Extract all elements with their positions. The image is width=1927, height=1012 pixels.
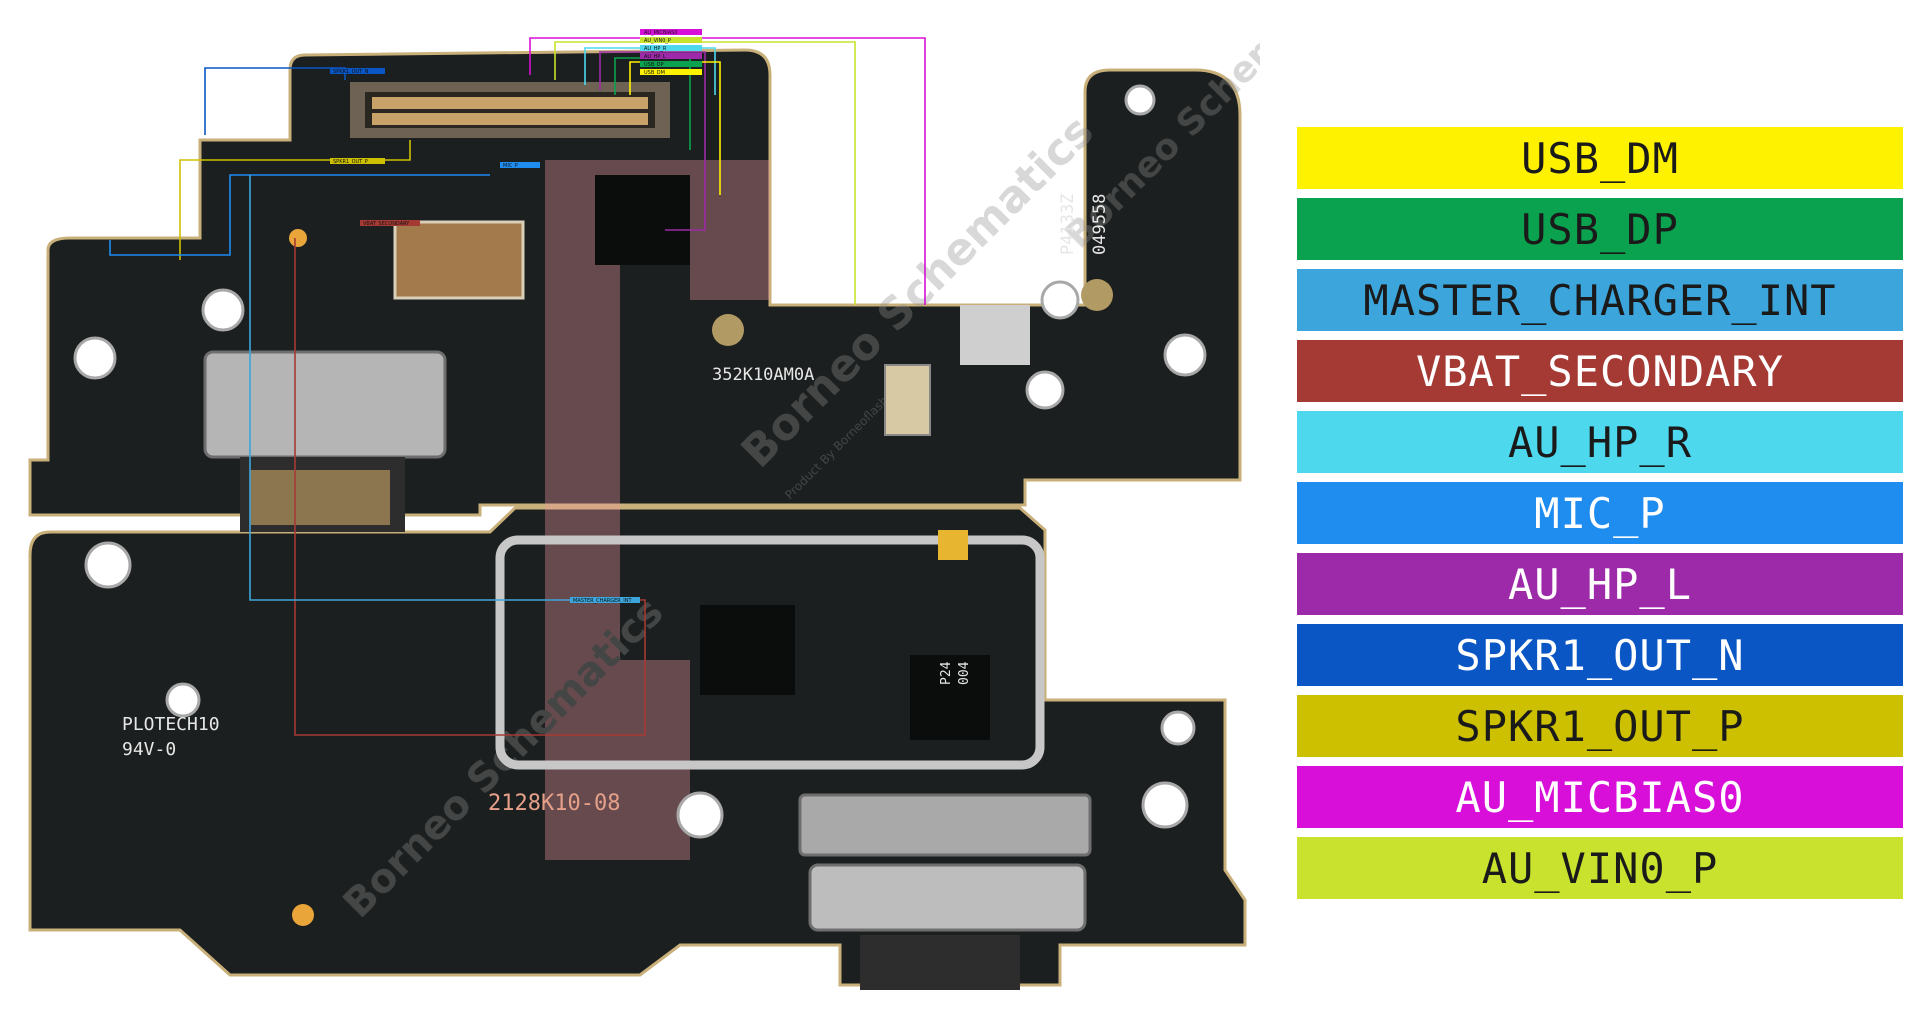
mark-plotech: PLOTECH10 (122, 714, 220, 735)
board-marks: 352K10AM0A P4133Z 049558 2128K10-08 PLOT… (122, 194, 1110, 816)
tag-au-micbias0: AU_MICBIAS0 (644, 30, 678, 36)
tag-au-vin0-p: AU_VIN0_P (644, 38, 671, 44)
qr-code (960, 305, 1030, 365)
legend-item-mic-p: MIC_P (1297, 482, 1903, 544)
gold-pad (938, 530, 968, 560)
mark-2128k10: 2128K10-08 (488, 791, 620, 816)
board-connector (393, 220, 525, 300)
antenna-connector-1 (712, 314, 744, 346)
trace-au-micbias0 (529, 37, 926, 305)
trace-au-vin0-p (554, 41, 856, 305)
legend-item-au-hp-r: AU_HP_R (1297, 411, 1903, 473)
legend-item-vbat-secondary: VBAT_SECONDARY (1297, 340, 1903, 402)
legend-item-usb-dm: USB_DM (1297, 127, 1903, 189)
test-point-2 (292, 904, 314, 926)
chip-2 (884, 364, 931, 436)
net-legend: USB_DM USB_DP MASTER_CHARGER_INT VBAT_SECON… (1297, 127, 1903, 908)
trace-master-charger-int (249, 175, 625, 601)
mark-352k10am0a: 352K10AM0A (712, 365, 814, 385)
mark-004: 004 (957, 661, 972, 685)
mark-94v0: 94V-0 (122, 739, 176, 760)
tag-spkr1-out-p: SPKR1_OUT_P (333, 159, 368, 165)
usbc-bottom (798, 793, 1092, 990)
legend-item-au-micbias0: AU_MICBIAS0 (1297, 766, 1903, 828)
pmic-chip (910, 655, 990, 740)
chip-1 (595, 175, 690, 265)
tag-spkr1-out-n: SPKR1_OUT_N (333, 69, 369, 75)
trace-spkr1-out-p (179, 140, 411, 260)
test-point (289, 229, 307, 247)
mark-p4133z: P4133Z (1058, 194, 1078, 255)
legend-item-spkr1-out-n: SPKR1_OUT_N (1297, 624, 1903, 686)
trace-au-hp-l (599, 51, 706, 231)
pcb-diagram: Borneo Schematics Borneo Schematics Born… (28, 0, 1260, 990)
legend-item-au-vin0-p: AU_VIN0_P (1297, 837, 1903, 899)
shield-frame (495, 535, 1045, 770)
tag-usb-dp: USB_DP (644, 62, 664, 68)
antenna-connector-2 (1081, 279, 1113, 311)
tag-au-hp-l: AU_HP_L (644, 54, 666, 60)
tag-master-charger-int: MASTER_CHARGER_INT (573, 598, 632, 604)
mark-049558: 049558 (1090, 194, 1110, 255)
tag-au-hp-r: AU_HP_R (644, 46, 667, 52)
trace-mic-p (109, 174, 490, 256)
net-tags: AU_MICBIAS0 AU_VIN0_P AU_HP_R AU_HP_L US… (330, 29, 702, 604)
tag-mic-p: MIC_P (503, 163, 518, 169)
legend-item-au-hp-l: AU_HP_L (1297, 553, 1903, 615)
mounting-holes (73, 84, 1207, 839)
tag-vbat-secondary: VBAT_SECONDARY (363, 221, 410, 227)
fpc-connector (350, 82, 670, 138)
usbc-top (203, 350, 447, 532)
legend-item-spkr1-out-p: SPKR1_OUT_P (1297, 695, 1903, 757)
net-traces (109, 37, 926, 736)
tag-usb-dm: USB_DM (644, 70, 665, 76)
legend-item-usb-dp: USB_DP (1297, 198, 1903, 260)
bga-chip (700, 605, 795, 695)
legend-item-master-charger-int: MASTER_CHARGER_INT (1297, 269, 1903, 331)
mark-p24: P24 (939, 661, 954, 685)
